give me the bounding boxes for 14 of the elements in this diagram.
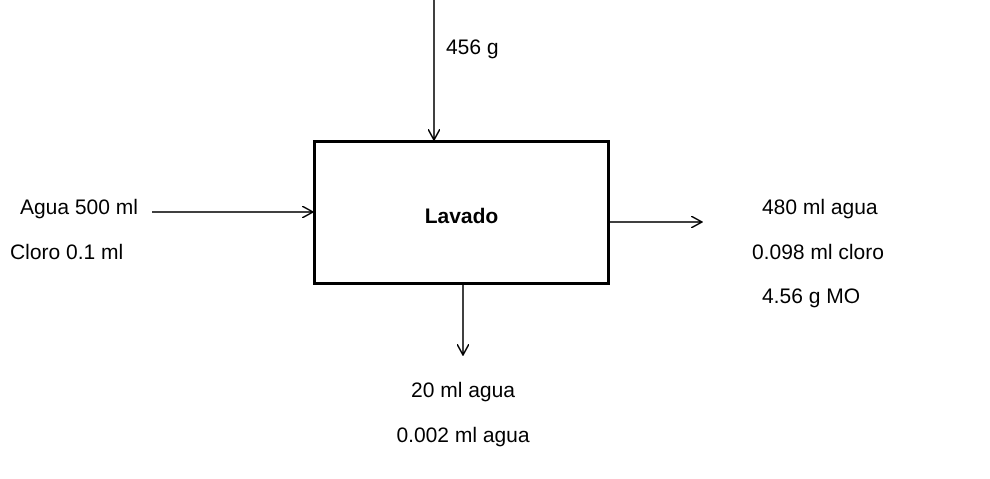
flow-quantity: 0.002 ml agua	[395, 424, 531, 448]
arrow	[610, 215, 703, 229]
flow-quantity: 20 ml agua	[410, 379, 516, 403]
flow-quantity: Cloro 0.1 ml	[10, 241, 124, 265]
arrow	[456, 285, 470, 356]
flow-quantity: 4.56 g MO	[762, 285, 862, 309]
arrow	[152, 205, 314, 219]
edge-label: 456 g	[446, 36, 499, 60]
process-box	[313, 140, 610, 285]
arrow	[427, 0, 441, 141]
process-label: Lavado	[424, 204, 498, 228]
flow-quantity: Agua 500 ml	[20, 196, 138, 220]
flow-quantity: 0.098 ml cloro	[752, 241, 885, 265]
flow-quantity: 480 ml agua	[762, 196, 879, 220]
